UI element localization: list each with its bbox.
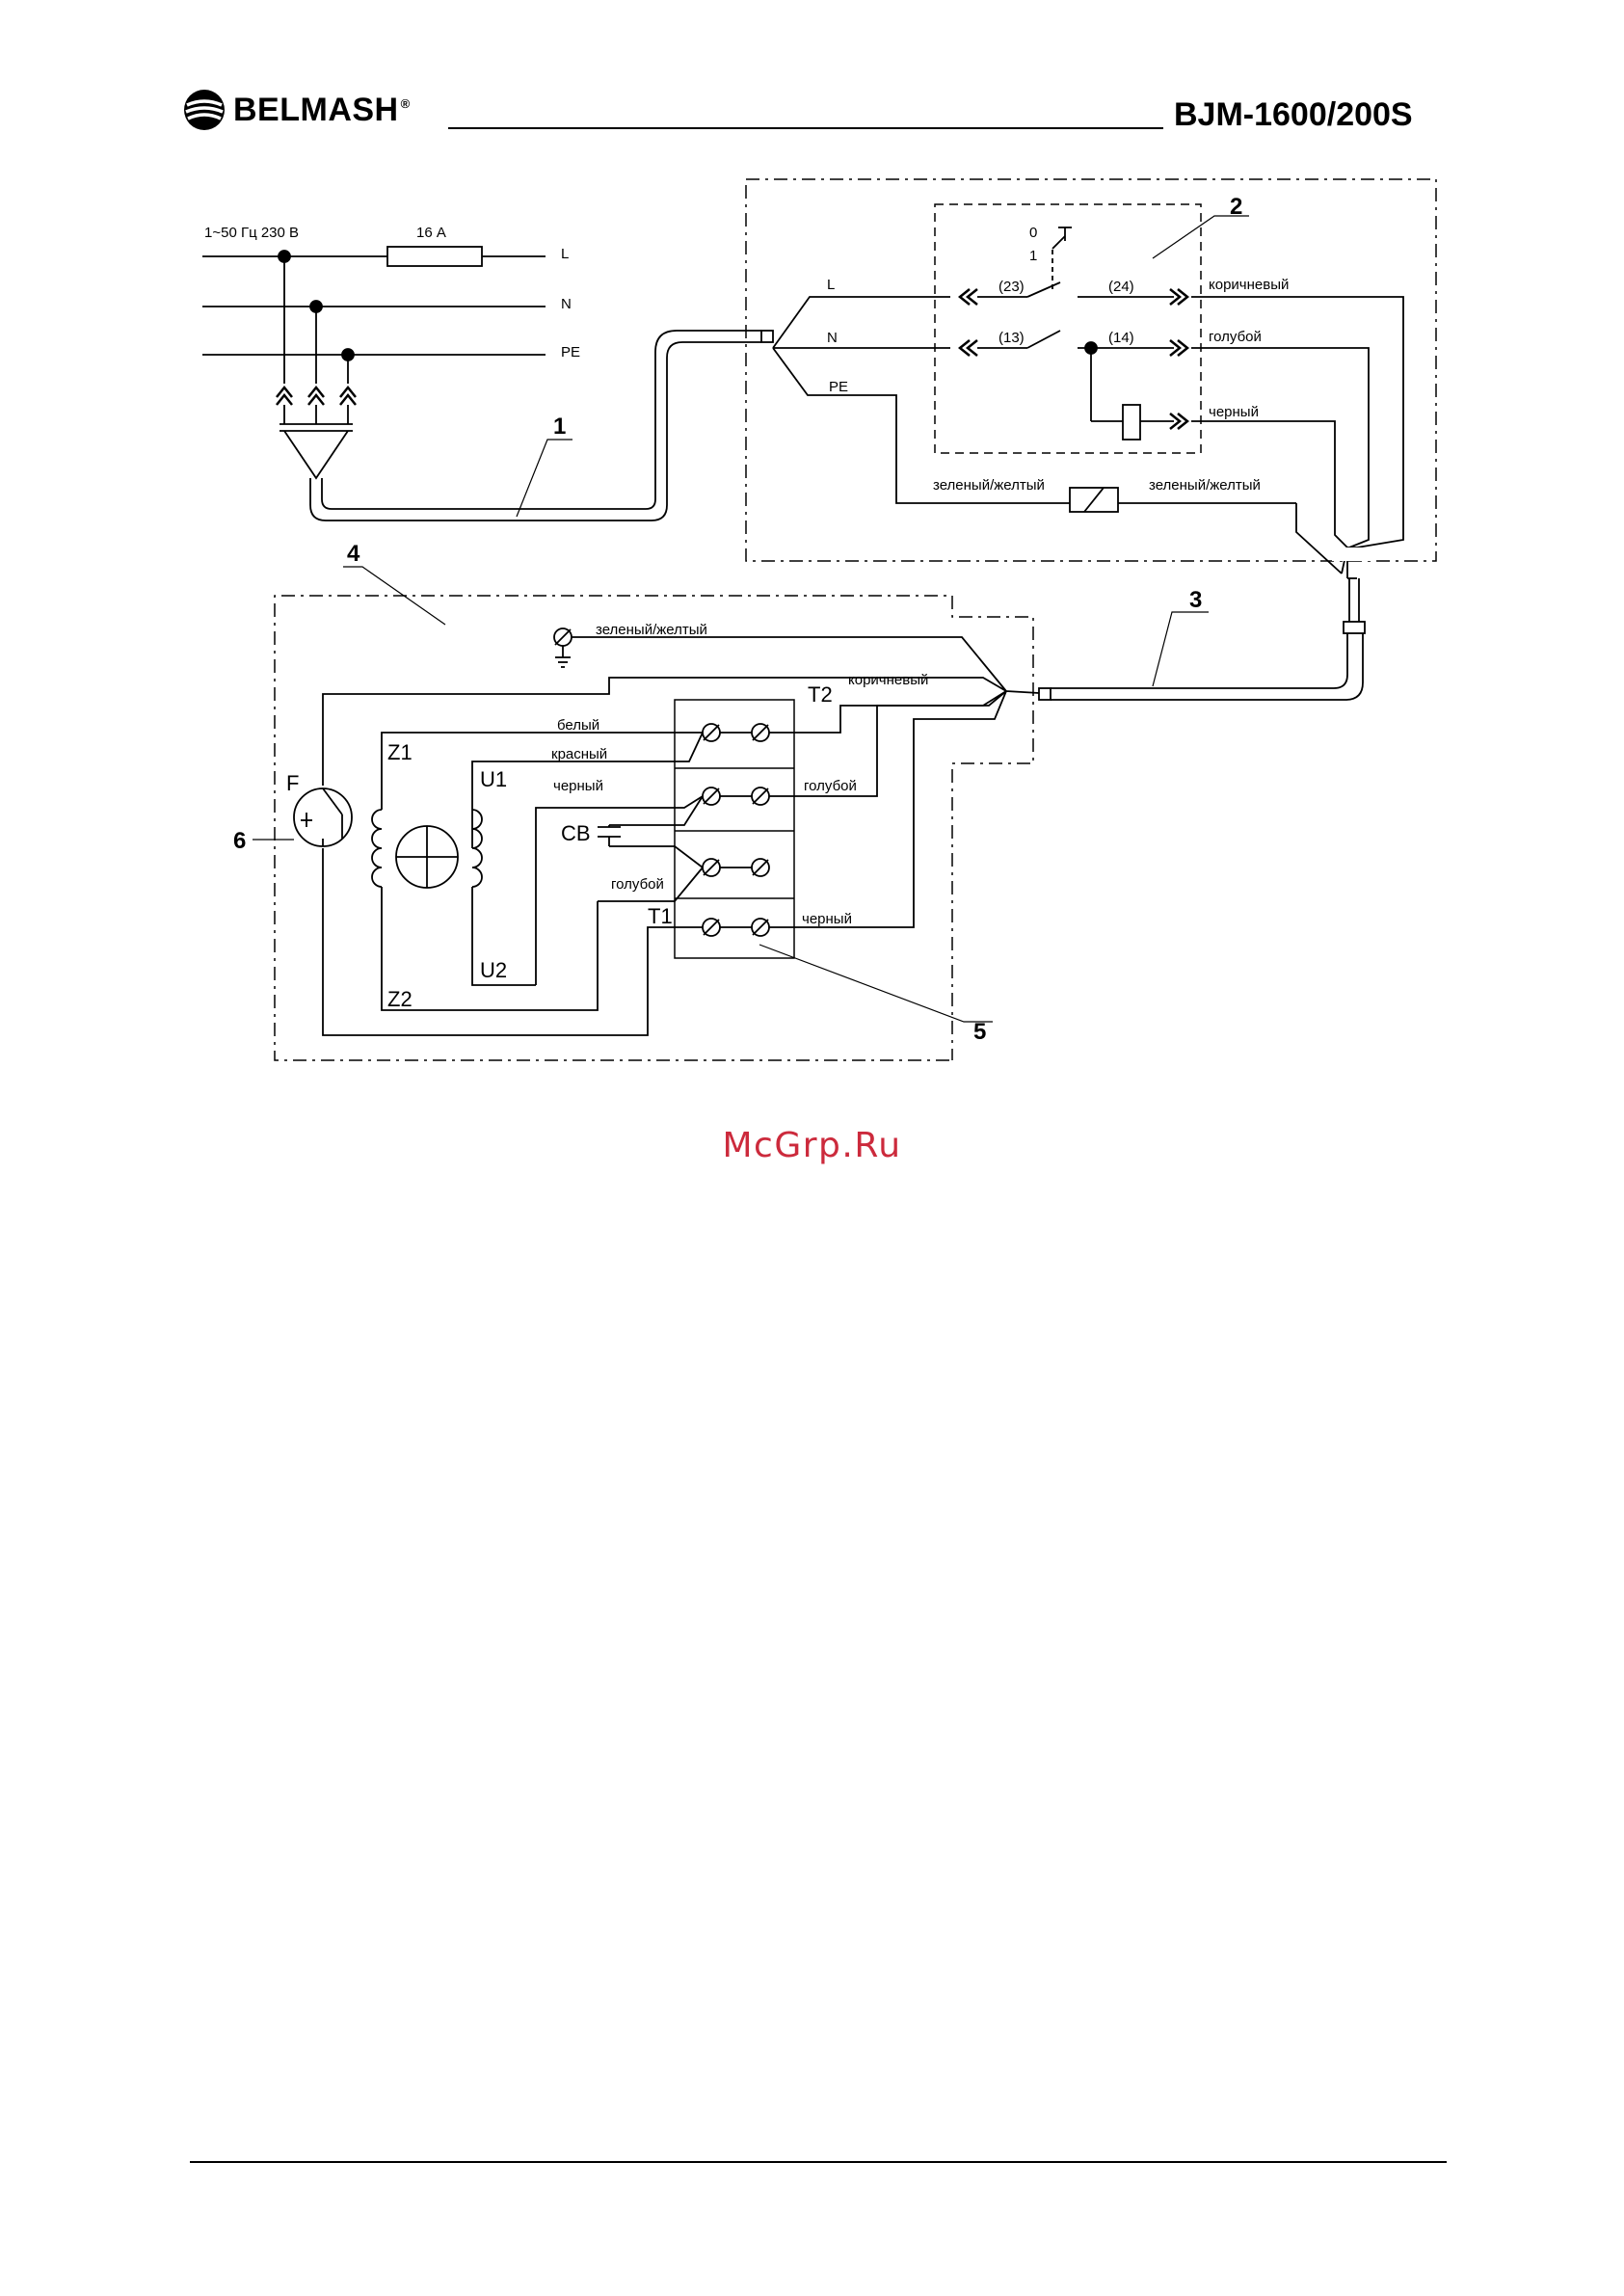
- watermark: McGrp.Ru: [0, 1126, 1624, 1165]
- callout-1: 1: [553, 414, 566, 440]
- terminal-13-label: (13): [998, 330, 1025, 346]
- wire-blue-label: голубой: [1209, 329, 1262, 345]
- capacitor-label: CB: [561, 821, 591, 845]
- wire-greenyellow-right-label: зеленый/желтый: [1149, 477, 1261, 494]
- switch-pos-0-label: 0: [1029, 225, 1037, 241]
- motor-labels: зеленый/желтый T2 T1 коричневый белый кр…: [286, 622, 928, 1011]
- supply-pe-label: PE: [561, 344, 580, 360]
- callout-numbers: 1 2 3 4 5 6: [233, 194, 1242, 1045]
- terminal-24-label: (24): [1108, 279, 1134, 295]
- thermal-f-label: F: [286, 771, 299, 795]
- supply-spec-label: 1~50 Гц 230 В: [204, 225, 299, 241]
- callout-3: 3: [1189, 587, 1202, 613]
- switch-in-l-label: L: [827, 277, 835, 293]
- fuse-label: 16 А: [416, 225, 446, 241]
- motor-ground-label: зеленый/желтый: [596, 622, 707, 638]
- wire-black-label: черный: [1209, 404, 1259, 420]
- winding-u2-label: U2: [480, 958, 507, 982]
- terminal-14-label: (14): [1108, 330, 1134, 346]
- switch-in-pe-label: PE: [829, 379, 848, 395]
- motor-brown-label: коричневый: [848, 672, 928, 688]
- switch-inner-outline: [935, 204, 1201, 453]
- supply-n-label: N: [561, 296, 572, 312]
- motor-red-label: красный: [551, 746, 607, 762]
- motor-black-out-label: черный: [802, 911, 852, 927]
- motor-t1-label: T1: [648, 904, 673, 928]
- switch-in-n-label: N: [827, 330, 838, 346]
- power-supply: [202, 247, 773, 521]
- motor-wiring: [294, 628, 1039, 1035]
- callout-6: 6: [233, 828, 246, 854]
- footer-rule: [190, 2161, 1447, 2163]
- winding-z1-label: Z1: [387, 740, 413, 764]
- wire-brown-label: коричневый: [1209, 277, 1289, 293]
- terminal-23-label: (23): [998, 279, 1025, 295]
- callout-5: 5: [973, 1019, 986, 1045]
- callout-4: 4: [347, 541, 360, 567]
- motor-white-label: белый: [557, 717, 599, 734]
- motor-blue-out-label: голубой: [804, 778, 857, 794]
- winding-z2-label: Z2: [387, 987, 413, 1011]
- motor-black-in-label: черный: [553, 778, 603, 794]
- motor-t2-label: T2: [808, 682, 833, 707]
- supply-labels: 1~50 Гц 230 В 16 А L N PE: [204, 225, 580, 360]
- supply-l-label: L: [561, 246, 569, 262]
- wire-greenyellow-left-label: зеленый/желтый: [933, 477, 1045, 494]
- callout-2: 2: [1230, 194, 1242, 220]
- winding-u1-label: U1: [480, 767, 507, 791]
- fuse-symbol: [387, 247, 482, 266]
- switch-box: [746, 179, 1436, 622]
- motor-blue-in-label: голубой: [611, 876, 664, 893]
- switch-pos-1-label: 1: [1029, 248, 1037, 264]
- callout-leaders: [253, 216, 1249, 1022]
- cable-3: [1039, 622, 1365, 700]
